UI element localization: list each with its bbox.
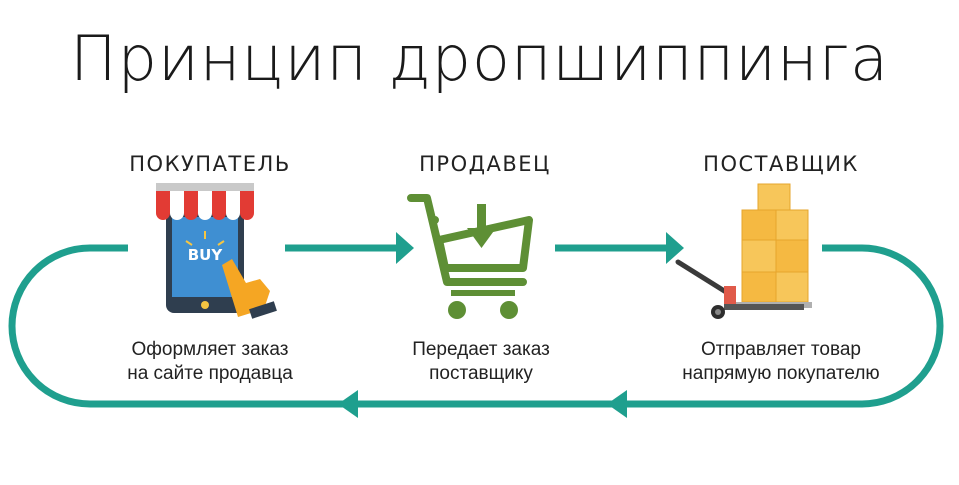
loop-left-path — [8, 244, 350, 408]
role-supplier: ПОСТАВЩИК — [703, 152, 859, 176]
arrowhead-left-2 — [338, 390, 358, 418]
loop-right-path — [620, 244, 944, 408]
arrowhead-right-2 — [666, 232, 684, 264]
caption-seller-line1: Передает заказ — [412, 339, 550, 360]
caption-supplier-line1: Отправляет товар — [701, 339, 861, 360]
caption-buyer: Оформляет заказ на сайте продавца — [90, 338, 330, 386]
buy-badge: BUY — [188, 246, 224, 264]
shop-phone-icon: BUY — [156, 183, 277, 319]
caption-seller-line2: поставщику — [429, 363, 533, 384]
arrowhead-left-1 — [607, 390, 627, 418]
caption-buyer-line1: Оформляет заказ — [131, 339, 289, 360]
caption-supplier: Отправляет товар напрямую покупателю — [661, 338, 901, 386]
role-seller: ПРОДАВЕЦ — [419, 152, 551, 176]
caption-buyer-line2: на сайте продавца — [127, 363, 293, 384]
pallet-jack-boxes-icon — [675, 183, 812, 319]
shopping-cart-icon — [407, 194, 533, 319]
caption-seller: Передает заказ поставщику — [361, 338, 601, 386]
role-buyer: ПОКУПАТЕЛЬ — [129, 152, 291, 176]
arrowhead-right-1 — [396, 232, 414, 264]
diagram-title: Принцип дропшиппинга — [69, 22, 889, 95]
caption-supplier-line2: напрямую покупателю — [682, 363, 880, 384]
